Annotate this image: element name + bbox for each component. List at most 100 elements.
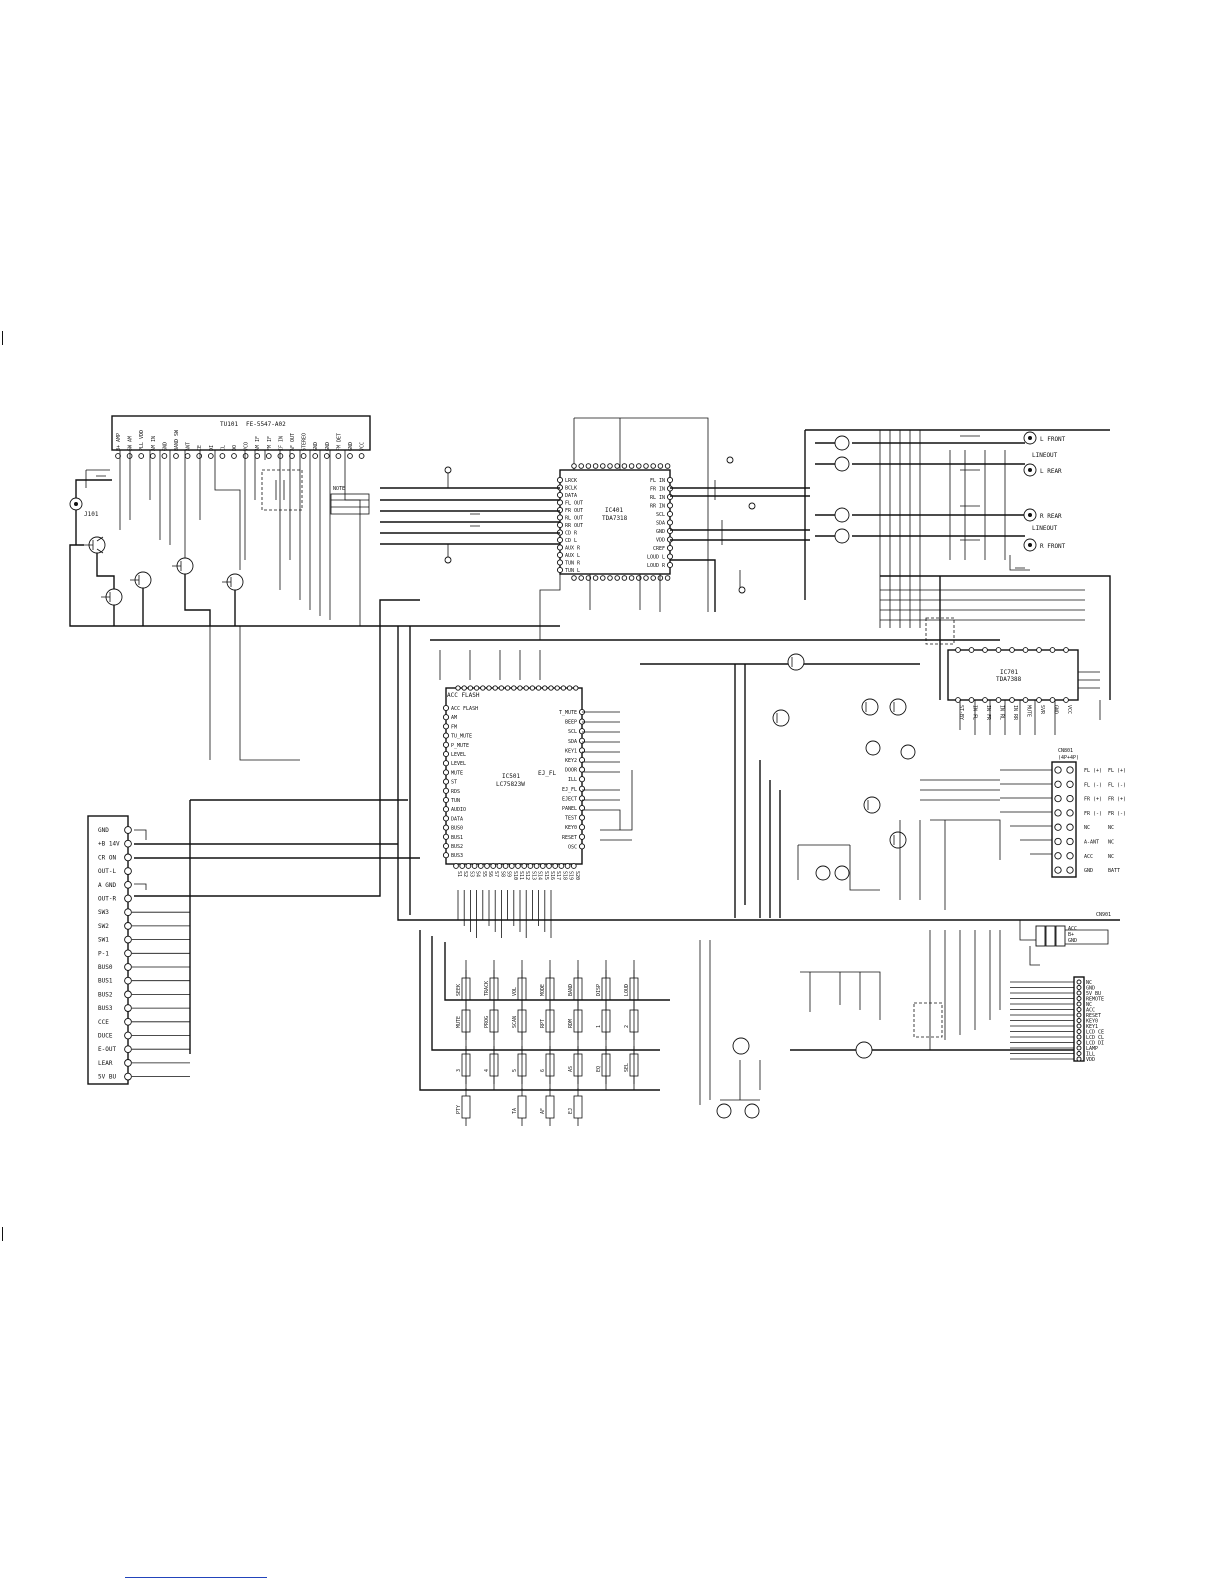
pin-label: NC xyxy=(1108,854,1114,860)
pin xyxy=(546,863,552,869)
pin-label: AM IN xyxy=(151,436,157,451)
pin-label: PLL VDD xyxy=(139,430,145,451)
pin-label: EJ xyxy=(568,1108,574,1114)
pin-label: BUS1 xyxy=(98,978,113,985)
speaker-connector-ref: CN801 xyxy=(1058,748,1073,754)
pin xyxy=(219,453,226,459)
power-amp-part: TDA7388 xyxy=(996,676,1022,683)
pin-label: GND xyxy=(348,442,354,451)
pin-label: FL (-) xyxy=(1084,782,1102,788)
pin xyxy=(636,463,642,469)
pin-label: BEEP xyxy=(565,720,577,726)
pin-label: SW3 xyxy=(98,909,109,916)
pin xyxy=(124,1045,132,1054)
pin xyxy=(1076,1051,1082,1056)
pin xyxy=(477,863,484,869)
pin-label: S15 xyxy=(543,871,549,880)
pin xyxy=(666,527,674,535)
pin xyxy=(643,463,649,469)
pin xyxy=(442,842,450,850)
key-switch: SEEK xyxy=(456,970,471,1008)
pin-label: FL (-) xyxy=(1108,782,1126,788)
pin xyxy=(1076,1012,1082,1018)
pin xyxy=(442,824,450,831)
pin xyxy=(556,521,564,529)
pin-label: DO xyxy=(232,445,238,451)
lineout-label-l-rear: L REAR xyxy=(1040,468,1062,475)
pin-label: S13 xyxy=(530,871,536,880)
pin-label: TUN xyxy=(451,798,460,804)
pin xyxy=(335,453,342,459)
pin-label: STEREO xyxy=(302,433,308,451)
pin-label: LOUD R xyxy=(647,563,666,569)
pin xyxy=(614,575,620,581)
pin xyxy=(666,544,674,552)
key-switch: PROG xyxy=(484,1002,499,1040)
pin xyxy=(312,453,319,459)
pin xyxy=(442,787,450,794)
pin-label: FR (-) xyxy=(1084,811,1102,817)
pin-label: PROG xyxy=(484,1016,490,1028)
pin-label: RL IN xyxy=(650,495,665,501)
pin-label: CREF xyxy=(653,546,665,552)
pin-label: VCO xyxy=(244,442,250,451)
pin xyxy=(1054,837,1062,846)
pin xyxy=(461,685,467,691)
pin-label: NC xyxy=(1086,980,1092,986)
pin xyxy=(968,697,975,703)
preamp-ref: IC401 xyxy=(605,507,623,514)
key-switch: 2 xyxy=(624,1002,639,1040)
pin-label: TA xyxy=(512,1108,518,1114)
pin xyxy=(490,863,497,869)
pin-label: ACC xyxy=(1068,926,1077,932)
pin-label: NC xyxy=(1086,1002,1092,1008)
mcu-right-pins: T_MUTEBEEPSCLSDAKEY1KEY2DOORILLEJ_FLEJEC… xyxy=(559,708,586,850)
pin xyxy=(556,544,564,551)
key-switch: MODE xyxy=(540,970,555,1008)
pin xyxy=(124,949,132,958)
pin xyxy=(666,553,674,560)
pin xyxy=(535,685,542,691)
pin xyxy=(347,453,353,459)
mech-connector-body xyxy=(87,815,129,1085)
preamp-part: TDA7318 xyxy=(602,515,628,522)
pin xyxy=(1066,780,1074,788)
pin-label: S10 xyxy=(512,871,518,880)
pin-label: RR IN xyxy=(650,504,665,510)
pin xyxy=(628,463,635,469)
pin-label: SW1 xyxy=(98,937,109,944)
pin xyxy=(1066,837,1074,846)
pin-label: DISP xyxy=(596,984,602,996)
pin xyxy=(643,575,649,581)
pin xyxy=(607,463,613,469)
pin-label: ST-BY xyxy=(958,705,964,720)
speaker-connector: CN801 (4P+4P) FL (+)FL (+)FL (-)FL (-)FR… xyxy=(1000,748,1126,878)
pin xyxy=(1076,1023,1082,1029)
mcu-label-flash: ACC FLASH xyxy=(447,692,480,699)
key-switch: MUTE xyxy=(456,1002,471,1040)
pin-label: BAND SW xyxy=(174,429,180,451)
pin xyxy=(124,839,132,848)
pin-label: KEY1 xyxy=(1086,1024,1098,1030)
pin-label: +B 14V xyxy=(98,841,120,848)
pin xyxy=(578,804,586,812)
pin-label: 5V BU xyxy=(98,1074,116,1081)
pin xyxy=(621,575,628,581)
pin-label: BAND xyxy=(568,984,574,996)
key-switch: 5 xyxy=(512,1046,527,1084)
pin-label: FL IN xyxy=(650,478,665,484)
pin xyxy=(614,463,620,469)
pin-label: T_MUTE xyxy=(559,710,577,716)
antenna-ref: J101 xyxy=(84,511,99,518)
pin xyxy=(196,453,203,459)
pin-label: ACC FLASH xyxy=(451,706,478,712)
pin-label: TU_MUTE xyxy=(451,734,472,740)
pin-label: IN RR xyxy=(1012,705,1018,721)
pin xyxy=(556,491,564,499)
key-switch: 4 xyxy=(484,1046,499,1084)
key-switch: RPT xyxy=(540,1002,555,1040)
pin xyxy=(511,685,517,691)
lineout-label-l: LINEOUT xyxy=(1032,452,1058,459)
pin xyxy=(124,1059,132,1067)
